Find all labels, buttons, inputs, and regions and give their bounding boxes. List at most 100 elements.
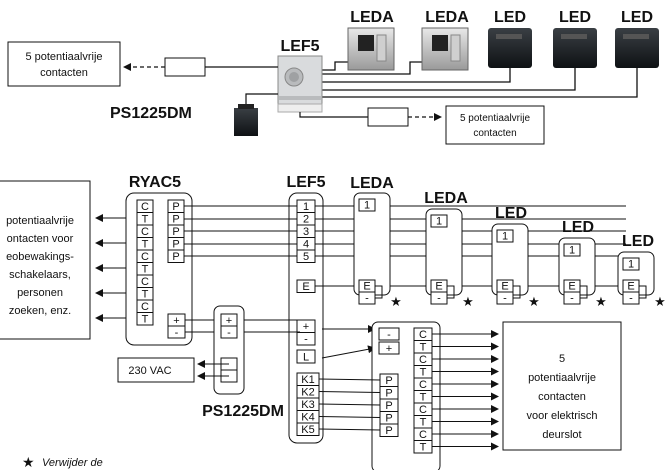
- lef5-term-l: L: [303, 352, 309, 364]
- top-label-led-1: LED: [494, 9, 526, 26]
- device-module-led-1: 1E-★: [491, 223, 540, 309]
- lef5-term-1: 2: [303, 214, 309, 226]
- label-leda-1: LEDA: [350, 175, 394, 192]
- top-label-ps1225dm: PS1225DM: [110, 105, 192, 122]
- ryac5-plus-label: +: [173, 315, 179, 327]
- label-ryac5: RYAC5: [129, 174, 181, 191]
- top-leda-panel-1: [347, 27, 395, 71]
- lef5-term-k1: K1: [301, 374, 314, 386]
- top-contacts-right-line2: contacten: [473, 128, 516, 139]
- label-leda-2: LEDA: [424, 190, 468, 207]
- top-led-panel-1: [488, 28, 532, 68]
- left-text-line4: schakelaars,: [9, 269, 71, 281]
- device-led-3-term-minus: -: [629, 293, 633, 305]
- label-led-3: LED: [622, 233, 654, 250]
- label-lef5: LEF5: [286, 174, 325, 191]
- device-leda-2-star-icon: ★: [462, 294, 474, 309]
- relay-p-2: P: [385, 400, 392, 412]
- right-text-line5: deurslot: [542, 429, 581, 441]
- lef5-term-0: 1: [303, 201, 309, 213]
- relay-ct-3: T: [420, 367, 427, 379]
- top-label-led-2: LED: [559, 9, 591, 26]
- ryac5-ct-0: C: [141, 201, 149, 213]
- ryac5-p-0: P: [172, 201, 179, 213]
- ryac5-p-3: P: [172, 239, 179, 251]
- relay-p-3: P: [385, 413, 392, 425]
- lef5-term-4: 5: [303, 251, 309, 263]
- ryac5-ct-8: C: [141, 301, 149, 313]
- lef5-term-k5: K5: [301, 424, 314, 436]
- device-led-1-term-minus: -: [503, 293, 507, 305]
- relay-p-4: P: [385, 425, 392, 437]
- device-led-2-term-e: E: [568, 281, 575, 293]
- lef5-term-k4: K4: [301, 412, 314, 424]
- lef5-term-2: 3: [303, 226, 309, 238]
- top-leda-panel-2: [421, 27, 469, 71]
- relay-ct-8: C: [419, 429, 427, 441]
- device-led-3-term-1: 1: [628, 259, 634, 271]
- left-text-line2: ontacten voor: [7, 233, 74, 245]
- lef5-term-3: 4: [303, 239, 309, 251]
- top-contacts-left-line1: 5 potentiaalvrije: [25, 51, 102, 63]
- ryac5-ct-3: T: [142, 239, 149, 251]
- top-contacts-right-line1: 5 potentiaalvrije: [460, 113, 530, 124]
- device-module-led-3: 1E-★: [617, 251, 666, 309]
- ps-minus-label: -: [227, 327, 231, 339]
- right-text-line2: potentiaalvrije: [528, 372, 596, 384]
- ryac5-minus-label: -: [175, 327, 179, 339]
- top-ps1225dm-unit: [234, 104, 258, 136]
- device-led-2-term-1: 1: [569, 245, 575, 257]
- device-module-leda-2: 1E-★: [425, 208, 474, 309]
- ryac5-p-2: P: [172, 226, 179, 238]
- top-label-led-3: LED: [621, 9, 653, 26]
- device-leda-1-term-minus: -: [365, 293, 369, 305]
- top-contacts-right-box: [445, 105, 545, 145]
- relay-p-1: P: [385, 388, 392, 400]
- device-led-1-star-icon: ★: [528, 294, 540, 309]
- ryac5-ct-9: T: [142, 314, 149, 326]
- right-text-line4: voor elektrisch: [527, 410, 598, 422]
- top-lef5-unit: [277, 55, 323, 113]
- device-leda-1-term-e: E: [363, 281, 370, 293]
- label-ps1225dm: PS1225DM: [202, 403, 284, 420]
- device-led-1-term-e: E: [501, 281, 508, 293]
- top-overview: LEDA LEDA LED LED LED: [7, 9, 659, 145]
- lef5-term-minus: -: [304, 334, 308, 346]
- device-module-leda-1: 1E- ★: [353, 192, 402, 309]
- device-leda-1-star-icon: ★: [390, 294, 402, 309]
- relay-p-0: P: [385, 375, 392, 387]
- right-text-line3: contacten: [538, 391, 586, 403]
- vac-box: [117, 357, 195, 383]
- left-text-line1: potentiaalvrije: [6, 215, 74, 227]
- left-text-line3: eobewakings-: [6, 251, 74, 263]
- ryac5-p-4: P: [172, 251, 179, 263]
- lef5-term-plus: +: [303, 321, 309, 333]
- relay-ct-1: T: [420, 342, 427, 354]
- top-led-panel-3: [615, 28, 659, 68]
- top-contacts-left-box: [7, 41, 121, 87]
- label-led-2: LED: [562, 219, 594, 236]
- ps-plus-label: +: [226, 315, 232, 327]
- device-led-2-term-minus: -: [570, 293, 574, 305]
- ryac5-ct-4: C: [141, 251, 149, 263]
- top-label-leda-2: LEDA: [425, 9, 469, 26]
- device-leda-2-term-minus: -: [437, 293, 441, 305]
- device-leda-1-term-1: 1: [364, 200, 370, 212]
- lef5-term-k3: K3: [301, 399, 314, 411]
- relay-ct-4: C: [419, 379, 427, 391]
- bottom-wiring: potentiaalvrije ontacten voor eobewaking…: [0, 174, 666, 470]
- relay-ct-6: C: [419, 404, 427, 416]
- ryac5-ct-1: T: [142, 214, 149, 226]
- ryac5-ct-5: T: [142, 264, 149, 276]
- top-led-panel-2: [553, 28, 597, 68]
- device-module-led-2: 1E-★: [558, 237, 607, 309]
- relay-ct-0: C: [419, 329, 427, 341]
- top-relay-left: [164, 57, 206, 77]
- top-label-lef5: LEF5: [280, 38, 319, 55]
- lef5-term-e: E: [302, 281, 309, 293]
- relay-minus-label: -: [387, 329, 391, 341]
- ryac5-ct-2: C: [141, 226, 149, 238]
- left-text-line5: personen: [17, 287, 63, 299]
